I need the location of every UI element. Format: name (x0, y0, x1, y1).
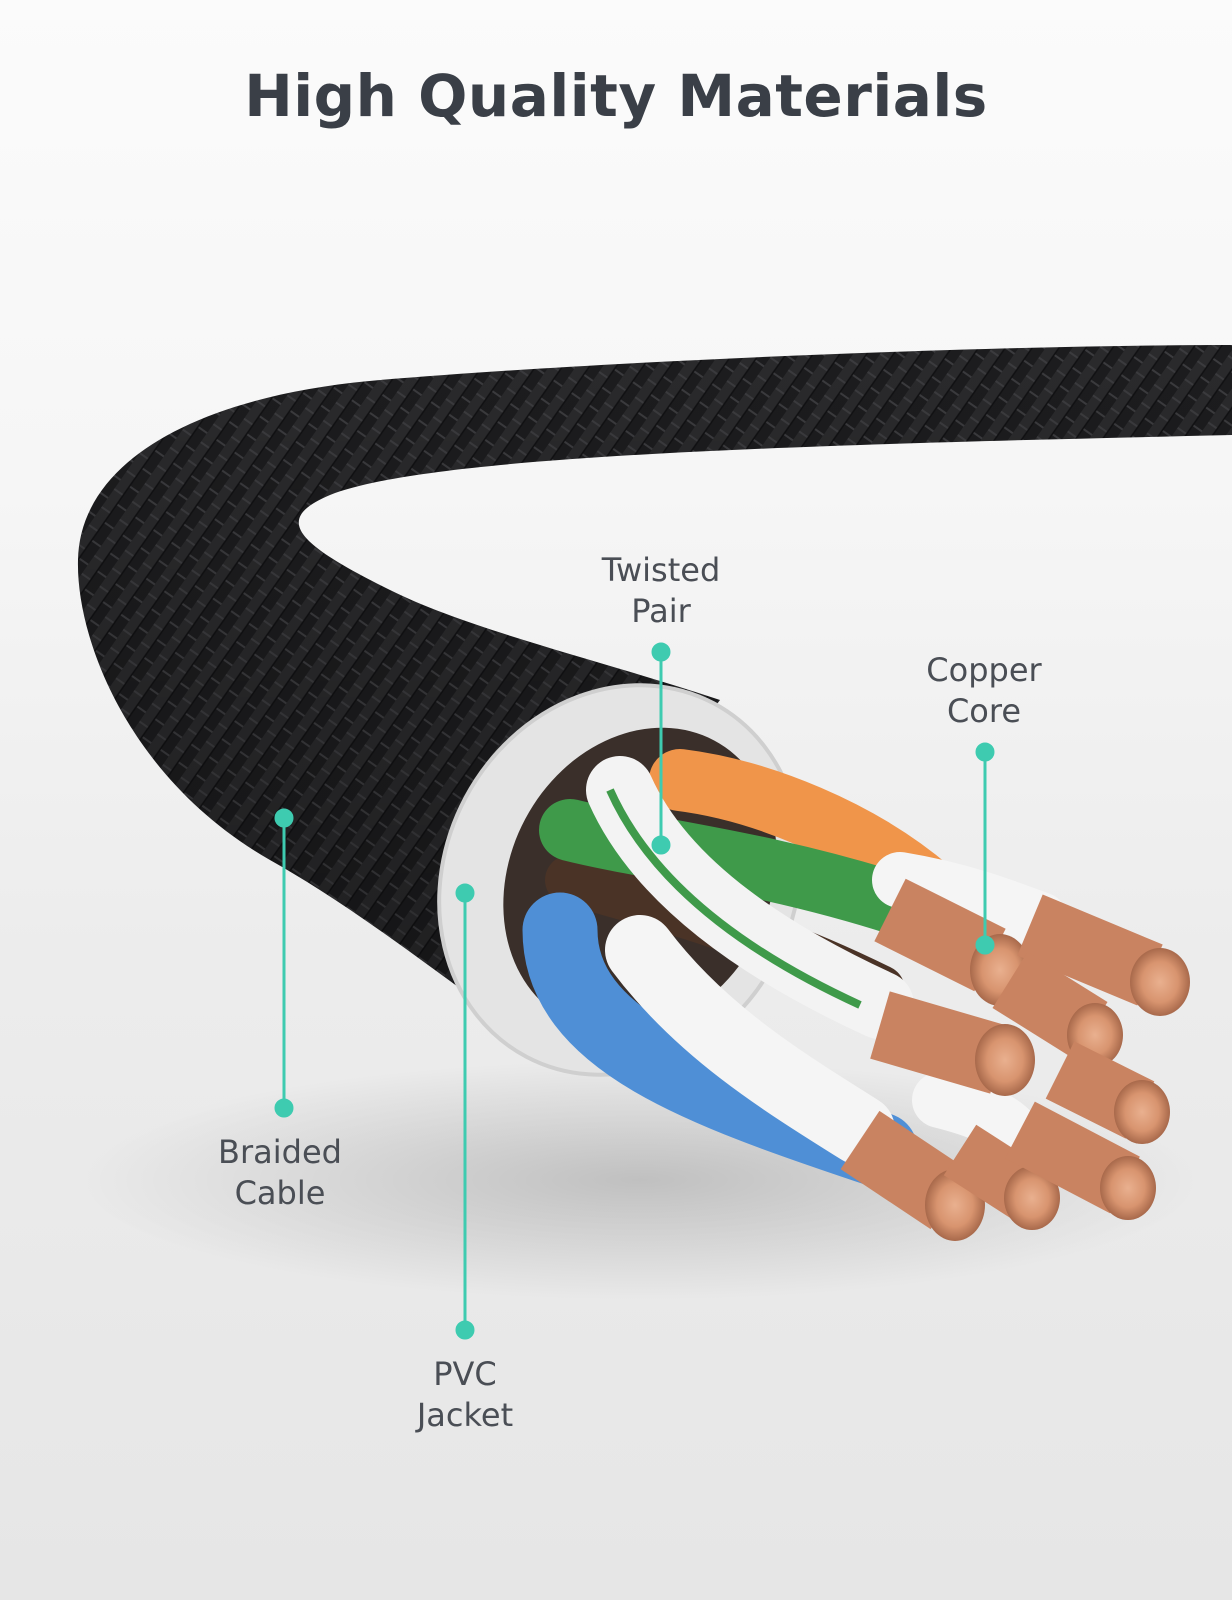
white-wire-back (872, 852, 1068, 948)
pvc-jacket-label-line1: PVC (433, 1355, 497, 1393)
callout-lines (274, 642, 995, 1340)
twisted-pair-wires (522, 749, 1068, 1188)
copper-core-label-line1: Copper (926, 651, 1042, 689)
white-green-stripe (606, 788, 862, 1009)
copper-strands-2 (1017, 894, 1163, 1006)
twisted-pair-label-line2: Pair (631, 592, 691, 630)
braided-cable-label-line1: Braided (218, 1133, 342, 1171)
braided-cable-dot-bottom (274, 1098, 294, 1118)
white-blue-wire (605, 915, 895, 1165)
pvc-jacket-label-line2: Jacket (416, 1396, 514, 1434)
copper-core-label: Copper Core (926, 650, 1041, 732)
copper-core-end-2 (1130, 948, 1190, 1016)
braided-cable-label-line2: Cable (234, 1174, 326, 1212)
copper-core-end-8 (1100, 1156, 1156, 1220)
copper-strands-1 (874, 878, 1006, 992)
copper-core-label-line2: Core (946, 692, 1022, 730)
twisted-pair-label-line1: Twisted (601, 551, 721, 589)
pvc-jacket-label: PVC Jacket (417, 1354, 513, 1436)
pvc-jacket-dot-bottom (455, 1320, 475, 1340)
braided-cable-dot-top (274, 808, 294, 828)
copper-core-end-4 (975, 1024, 1035, 1096)
copper-cores (840, 878, 1190, 1241)
cable-shadow (80, 1060, 1200, 1300)
white-green-wire (586, 756, 914, 1039)
twisted-pair-dot-bottom (651, 835, 671, 855)
copper-core-end-5 (1114, 1080, 1170, 1144)
white-wire-right (912, 1072, 1038, 1158)
braided-cable-label: Braided Cable (218, 1132, 342, 1214)
copper-core-end-7 (1004, 1166, 1060, 1230)
twisted-pair-label: Twisted Pair (602, 550, 721, 632)
pvc-jacket-dot-top (455, 883, 475, 903)
copper-core-dot-top (975, 742, 995, 762)
twisted-pair-dot-top (651, 642, 671, 662)
green-wire (539, 799, 931, 936)
braided-cable-shading (77, 345, 1232, 1010)
page-title: High Quality Materials (244, 62, 988, 130)
copper-core-dot-bottom (975, 935, 995, 955)
